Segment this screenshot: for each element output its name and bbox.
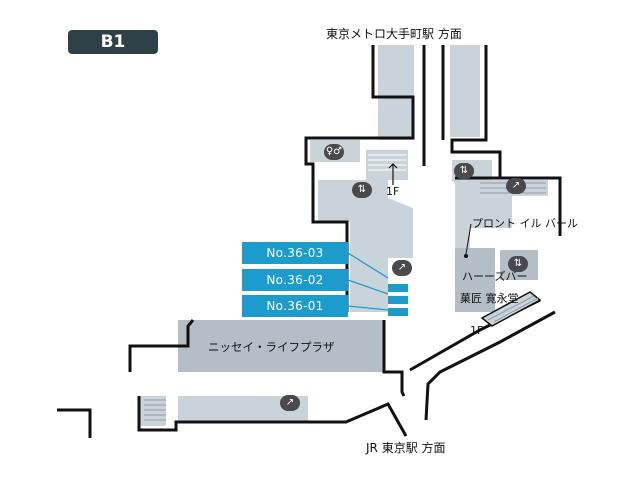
corridor-north-left bbox=[378, 45, 414, 140]
up-arrow-icon bbox=[388, 163, 398, 185]
stairs-west bbox=[144, 399, 166, 421]
shop-kanseido-label: 菓匠 寛永堂 bbox=[460, 292, 519, 305]
direction-south-label: JR 東京駅 方面 bbox=[366, 441, 446, 455]
corridor-center-right bbox=[455, 180, 548, 248]
shop-pront bbox=[455, 248, 495, 270]
plaza-label: ニッセイ・ライフプラザ bbox=[208, 340, 335, 354]
shop-harbs-label: ハーーズバー bbox=[462, 270, 528, 283]
west-stair-area bbox=[140, 396, 166, 426]
pront-dot bbox=[464, 254, 468, 258]
elevator-icon: ⇅ bbox=[352, 182, 372, 198]
shops bbox=[178, 248, 538, 372]
floor-1f-right: 1F bbox=[470, 324, 484, 337]
spot-36-02[interactable]: No.36-02 bbox=[242, 269, 348, 291]
elevator-icon: ⇅ bbox=[508, 256, 528, 272]
wall-west-upper bbox=[304, 45, 415, 312]
corridor-center-left bbox=[318, 180, 413, 312]
spot-pointers bbox=[347, 252, 389, 311]
direction-north-label: 東京メトロ大手町駅 方面 bbox=[326, 27, 462, 41]
escalator-icon: ↗ bbox=[280, 395, 300, 411]
shop-kanseido bbox=[455, 292, 495, 312]
escalator-icon: ↗ bbox=[506, 178, 526, 194]
level-badge: B1 bbox=[68, 30, 158, 54]
plaza-block bbox=[178, 320, 384, 372]
stairs-center bbox=[368, 154, 406, 171]
escalator-icon: ↗ bbox=[392, 260, 412, 276]
stairs-right bbox=[480, 291, 542, 327]
restroom-icon: ♀♂ bbox=[324, 144, 344, 160]
corridor-north-right bbox=[450, 45, 480, 137]
spot-markers bbox=[388, 284, 408, 316]
spot-36-03[interactable]: No.36-03 bbox=[242, 242, 348, 264]
shop-harbs bbox=[455, 270, 495, 292]
pront-pointer bbox=[465, 223, 472, 255]
floor-1f-center: 1F bbox=[386, 185, 400, 198]
elevator-icon: ⇅ bbox=[454, 163, 474, 179]
shop-pront-label: プロント イル バール bbox=[472, 217, 578, 230]
walls bbox=[57, 45, 562, 438]
spot-36-01[interactable]: No.36-01 bbox=[242, 295, 348, 317]
